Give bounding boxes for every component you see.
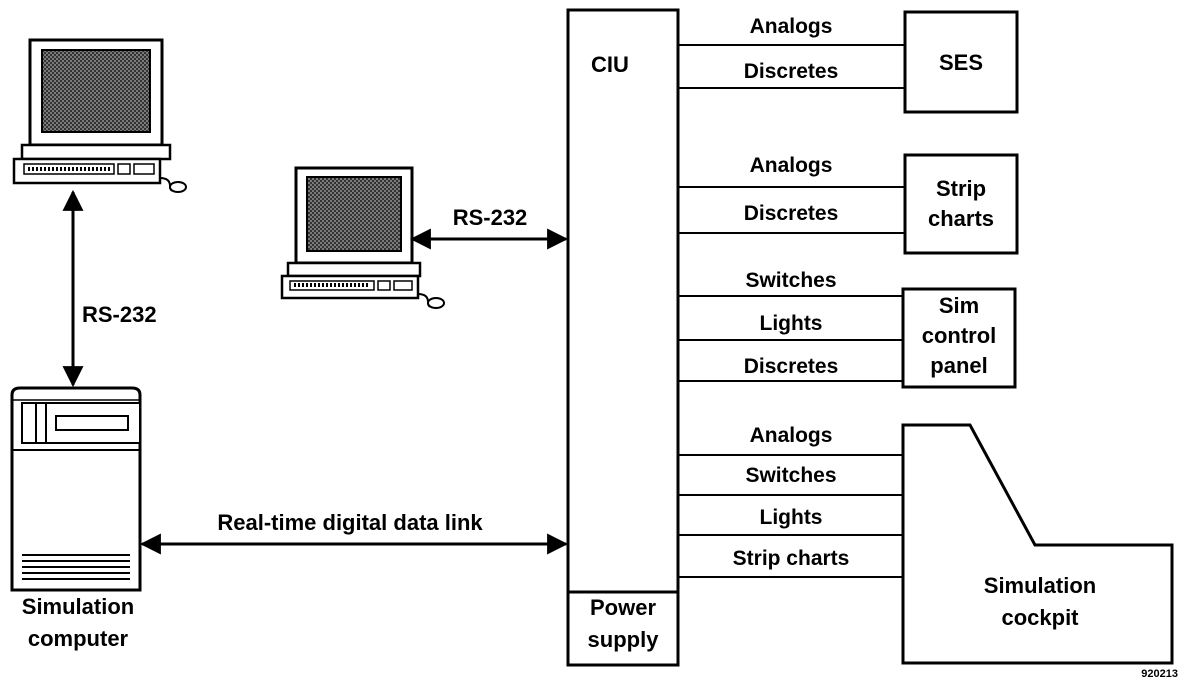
power-supply-label-2: supply bbox=[588, 627, 660, 652]
rs232-left-label: RS-232 bbox=[82, 302, 157, 327]
ciu-block: CIU Power supply bbox=[566, 8, 680, 667]
sim-panel-label-2: control bbox=[922, 323, 997, 348]
terminal-icon bbox=[12, 38, 187, 193]
cockpit-group: Simulation cockpit Analogs Switches Ligh… bbox=[678, 423, 1174, 665]
cockpit-line-strip-charts: Strip charts bbox=[733, 547, 850, 570]
terminal-icon bbox=[280, 166, 445, 309]
cockpit-line-analogs: Analogs bbox=[750, 424, 833, 447]
rs232-center-label: RS-232 bbox=[453, 205, 528, 230]
panel-line-lights: Lights bbox=[760, 312, 823, 335]
ses-group: SES Analogs Discretes bbox=[678, 10, 1019, 114]
panel-line-discretes: Discretes bbox=[744, 355, 839, 378]
strip-charts-label-2: charts bbox=[928, 206, 994, 231]
sim-computer-label-1: Simulation bbox=[22, 594, 134, 619]
cockpit-line-lights: Lights bbox=[760, 506, 823, 529]
sim-panel-label-3: panel bbox=[930, 353, 987, 378]
sim-panel-label-1: Sim bbox=[939, 293, 979, 318]
strip-charts-group: Strip charts Analogs Discretes bbox=[678, 153, 1019, 255]
realtime-link-label: Real-time digital data link bbox=[217, 510, 483, 535]
strip-line-discretes: Discretes bbox=[744, 202, 839, 225]
strip-line-analogs: Analogs bbox=[750, 154, 833, 177]
power-supply-label-1: Power bbox=[590, 595, 656, 620]
cockpit-label-1: Simulation bbox=[984, 573, 1096, 598]
server-icon bbox=[10, 386, 142, 592]
ses-line-analogs: Analogs bbox=[750, 15, 833, 38]
sim-panel-group: Sim control panel Switches Lights Discre… bbox=[678, 269, 1017, 389]
cockpit-line-switches: Switches bbox=[745, 464, 836, 487]
ses-label: SES bbox=[939, 50, 983, 75]
figure-number: 920213 bbox=[1141, 668, 1178, 679]
panel-line-switches: Switches bbox=[745, 269, 836, 292]
ses-line-discretes: Discretes bbox=[744, 60, 839, 83]
sim-computer-label-2: computer bbox=[28, 626, 129, 651]
strip-charts-label-1: Strip bbox=[936, 176, 986, 201]
cockpit-label-2: cockpit bbox=[1001, 605, 1079, 630]
ciu-label: CIU bbox=[591, 52, 629, 77]
